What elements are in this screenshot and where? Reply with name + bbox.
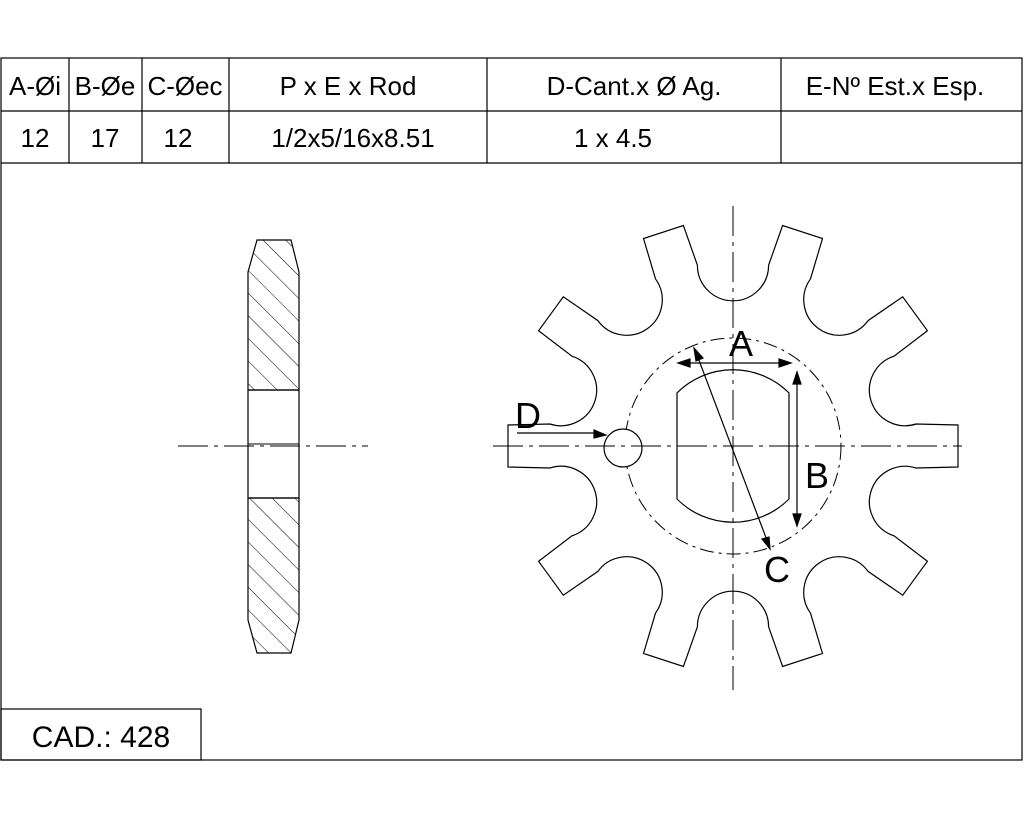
value-pitch: 1/2x5/16x8.51 — [271, 123, 434, 153]
arrow-c-bottom — [760, 536, 771, 551]
label-a: A — [729, 323, 753, 364]
side-view-hatch-bottom — [247, 497, 300, 654]
side-view-hatch-top — [247, 239, 300, 391]
value-a: 12 — [21, 123, 50, 153]
value-b: 17 — [91, 123, 120, 153]
header-d: D-Cant.x Ø Ag. — [547, 71, 722, 101]
cad-box — [0, 708, 202, 761]
label-b: B — [805, 455, 829, 496]
arrow-d — [593, 429, 608, 439]
arrow-b-top — [792, 370, 802, 385]
drawing-frame — [0, 57, 1023, 761]
bore-flats-shape — [676, 369, 790, 523]
header-e: E-Nº Est.x Esp. — [806, 71, 985, 101]
value-c: 12 — [164, 123, 193, 153]
header-b: B-Øe — [75, 71, 136, 101]
header-c: C-Øec — [147, 71, 222, 101]
value-d: 1 x 4.5 — [574, 123, 652, 153]
arrow-c-top — [693, 346, 705, 362]
arrow-b-bottom — [792, 513, 802, 528]
spec-table — [1, 58, 1022, 164]
sprocket-front-view — [493, 206, 962, 690]
sprocket-outline — [507, 224, 959, 668]
label-c: C — [764, 549, 790, 590]
arrow-a-left — [676, 358, 691, 368]
header-a: A-Øi — [9, 71, 61, 101]
label-d: D — [515, 395, 541, 436]
hole-d — [603, 428, 643, 468]
dimension-marks — [517, 346, 802, 551]
arrow-a-right — [778, 358, 793, 368]
cad-label: CAD.: 428 — [32, 721, 170, 754]
dimension-c-line — [696, 354, 769, 544]
sprocket-side-view — [178, 239, 368, 654]
header-pitch: P x E x Rod — [280, 71, 417, 101]
